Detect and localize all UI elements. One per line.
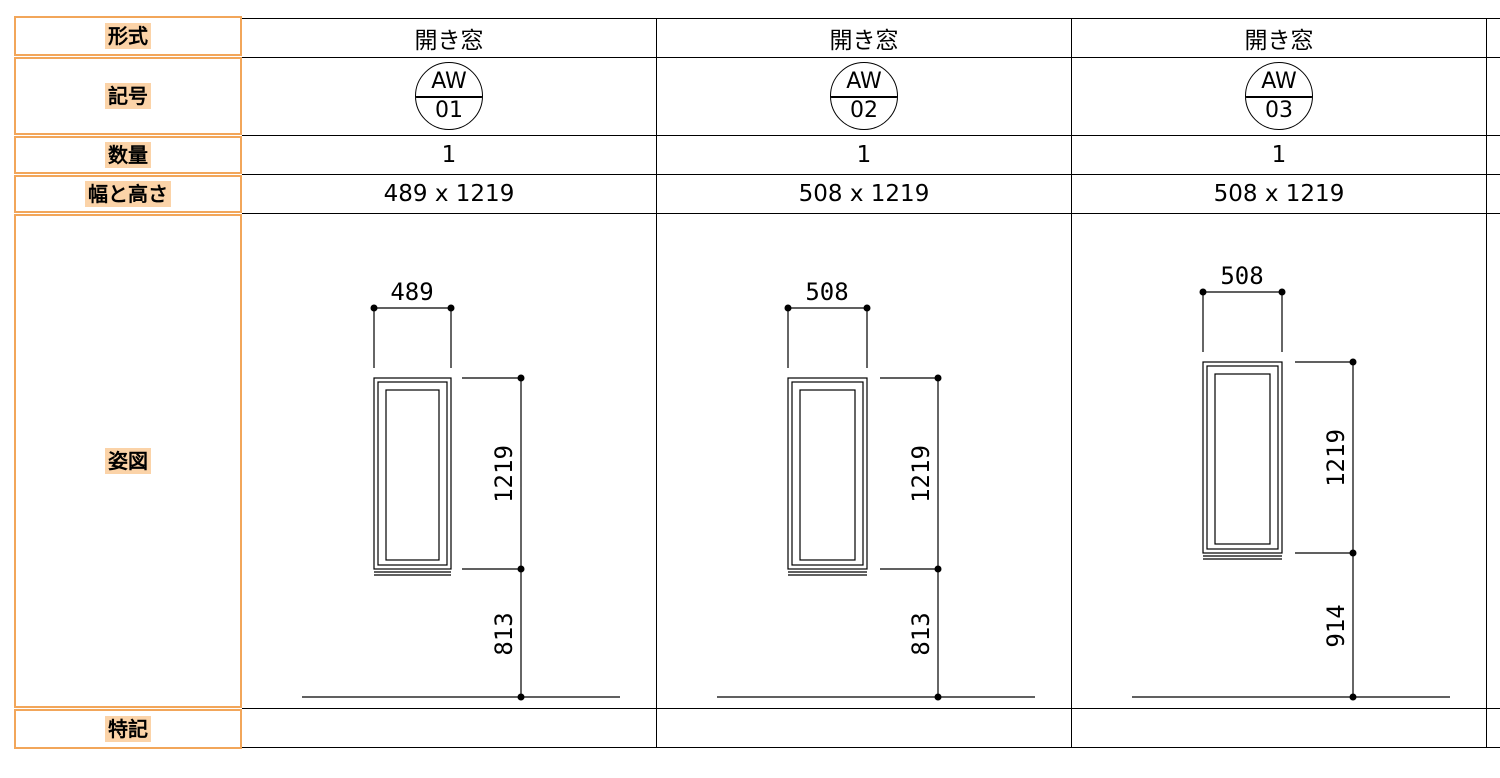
symbol-code: AW [431, 69, 467, 94]
grid-line [242, 213, 1500, 214]
height-dimension-label: 1219 [1322, 429, 1350, 487]
row-header-notes-label: 特記 [105, 716, 151, 742]
row-header-size: 幅と高さ [14, 175, 242, 213]
grid-line [242, 174, 1500, 175]
height-dimension-label: 1219 [490, 445, 518, 503]
grid-line [242, 18, 1500, 19]
row-header-type-label: 形式 [105, 23, 151, 49]
width-dimension-label: 489 [390, 278, 433, 306]
row-header-elevation-label: 姿図 [105, 448, 151, 474]
grid-line [242, 135, 1500, 136]
height-dimension-label: 1219 [907, 445, 935, 503]
grid-line [242, 57, 1500, 58]
window-quantity-cell: 1 [856, 141, 872, 168]
sill-dimension-label: 813 [907, 612, 935, 655]
row-header-type: 形式 [14, 16, 242, 56]
row-header-size-label: 幅と高さ [85, 181, 171, 207]
window-size-cell: 508 x 1219 [798, 180, 930, 207]
window-elevation-1 [302, 307, 620, 698]
window-symbol-cell: AW 02 [657, 57, 1071, 135]
window-symbol-cell: AW 03 [1072, 57, 1486, 135]
grid-line [242, 747, 1500, 748]
grid-line [242, 708, 1500, 709]
width-dimension-label: 508 [1220, 262, 1263, 290]
row-header-symbol: 記号 [14, 57, 242, 135]
window-symbol: AW 02 [830, 62, 898, 130]
symbol-number: 03 [1265, 98, 1293, 123]
symbol-code: AW [1261, 69, 1297, 94]
row-header-quantity: 数量 [14, 136, 242, 174]
width-dimension-label: 508 [805, 278, 848, 306]
window-type-cell: 開き窓 [1244, 27, 1314, 54]
window-quantity-cell: 1 [441, 141, 457, 168]
row-header-quantity-label: 数量 [105, 142, 151, 168]
sill-dimension-label: 813 [490, 612, 518, 655]
row-header-elevation: 姿図 [14, 214, 242, 708]
grid-line [1071, 18, 1072, 748]
window-size-cell: 508 x 1219 [1213, 180, 1345, 207]
symbol-code: AW [846, 69, 882, 94]
window-symbol-cell: AW 01 [242, 57, 656, 135]
row-header-symbol-label: 記号 [105, 83, 151, 109]
window-quantity-cell: 1 [1271, 141, 1287, 168]
grid-line [1486, 18, 1487, 748]
symbol-number: 01 [435, 98, 463, 123]
window-type-cell: 開き窓 [414, 27, 484, 54]
window-elevation-3 [1132, 291, 1450, 698]
sill-dimension-label: 914 [1322, 604, 1350, 647]
window-type-cell: 開き窓 [829, 27, 899, 54]
window-symbol: AW 03 [1245, 62, 1313, 130]
row-header-notes: 特記 [14, 709, 242, 749]
grid-line [656, 18, 657, 748]
window-size-cell: 489 x 1219 [383, 180, 515, 207]
window-symbol: AW 01 [415, 62, 483, 130]
window-elevation-2 [717, 307, 1035, 698]
symbol-number: 02 [850, 98, 878, 123]
